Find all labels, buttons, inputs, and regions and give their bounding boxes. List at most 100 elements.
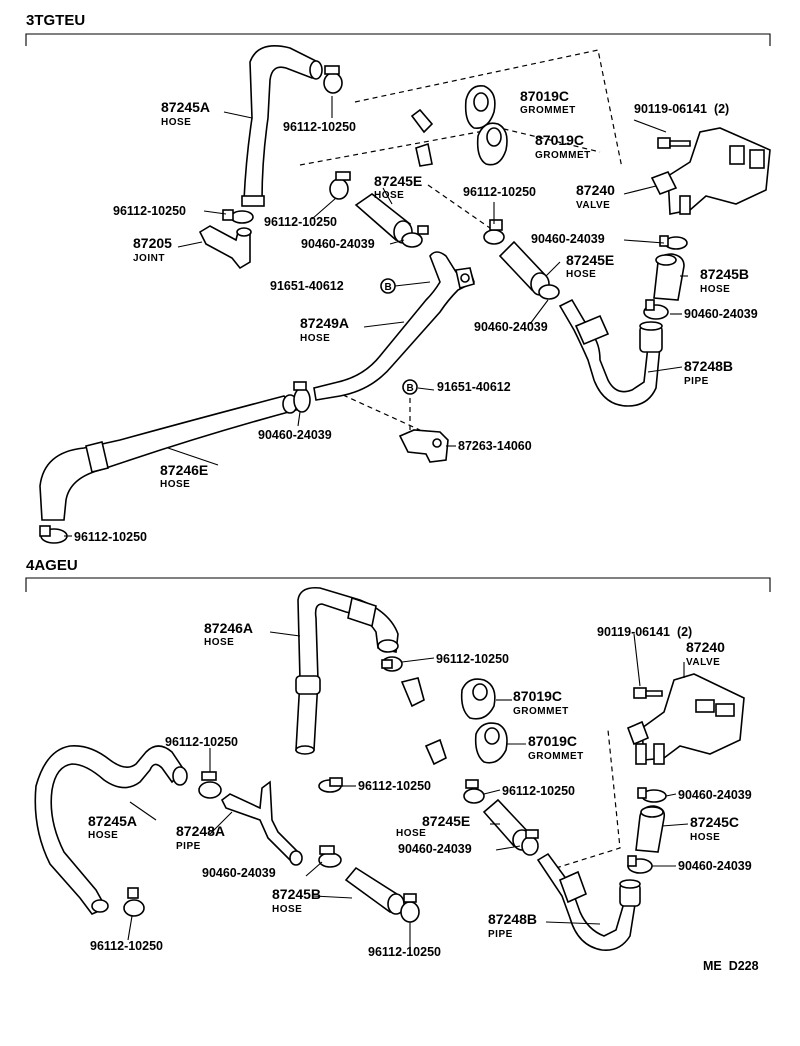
dashed-guides-bottom bbox=[555, 729, 621, 869]
label-87248a: 87248A PIPE bbox=[176, 823, 225, 852]
hose-clamp-icon bbox=[198, 771, 222, 799]
label-96112-bottom-5: 96112-10250 bbox=[90, 939, 163, 953]
label-90460-bottom-4: 90460-24039 bbox=[678, 859, 752, 873]
pipe-87248b-bottom bbox=[536, 852, 641, 952]
hose-clip-icon bbox=[637, 787, 667, 803]
svg-text:PIPE: PIPE bbox=[684, 376, 709, 387]
svg-text:87248B: 87248B bbox=[488, 911, 537, 927]
label-90460-bottom-2: 90460-24039 bbox=[398, 842, 472, 856]
svg-text:87245B: 87245B bbox=[272, 886, 321, 902]
section-title-4ageu: 4AGEU bbox=[26, 557, 78, 574]
svg-text:GROMMET: GROMMET bbox=[520, 105, 576, 116]
hose-87245b-bottom bbox=[344, 866, 405, 915]
vsv-valve-87240-bottom bbox=[626, 673, 745, 765]
dashed-guides-top bbox=[299, 49, 623, 431]
label-87240-top: 87240 VALVE bbox=[576, 182, 615, 211]
hose-87246a bbox=[295, 586, 399, 755]
label-87245a-top: 87245A HOSE bbox=[161, 99, 210, 128]
svg-text:87019C: 87019C bbox=[535, 132, 584, 148]
label-96112-top-5: 96112-10250 bbox=[74, 530, 147, 544]
label-90460-bottom-1: 90460-24039 bbox=[678, 788, 752, 802]
svg-text:87019C: 87019C bbox=[528, 733, 577, 749]
hose-clip-icon bbox=[538, 284, 560, 300]
vsv-valve-87240-top bbox=[650, 127, 771, 215]
hose-clip-icon bbox=[521, 829, 539, 856]
svg-text:87205: 87205 bbox=[133, 235, 172, 251]
hose-clamp-icon bbox=[123, 887, 145, 917]
small-elbow-top bbox=[410, 108, 434, 167]
svg-text:87245E: 87245E bbox=[566, 252, 614, 268]
label-87245b-bottom: 87245B HOSE bbox=[272, 886, 321, 915]
leader-lines-top bbox=[64, 96, 688, 537]
svg-text:HOSE: HOSE bbox=[161, 117, 191, 128]
svg-text:HOSE: HOSE bbox=[690, 832, 720, 843]
label-90119-bottom: 90119-06141 (2) bbox=[597, 625, 692, 639]
svg-text:87246A: 87246A bbox=[204, 620, 253, 636]
svg-text:HOSE: HOSE bbox=[88, 830, 118, 841]
label-90460-top-2: 90460-24039 bbox=[531, 232, 605, 246]
leader-lines-bottom bbox=[127, 631, 689, 948]
callout-b-2: B bbox=[402, 379, 418, 395]
label-90460-top-1: 90460-24039 bbox=[301, 237, 375, 251]
svg-text:87249A: 87249A bbox=[300, 315, 349, 331]
bolt-icon bbox=[657, 137, 691, 149]
label-96112-bottom-3: 96112-10250 bbox=[358, 779, 431, 793]
hose-87249a bbox=[313, 251, 475, 401]
hose-clamp-icon bbox=[400, 893, 420, 923]
label-87263-14060: 87263-14060 bbox=[458, 439, 532, 453]
svg-text:HOSE: HOSE bbox=[160, 479, 190, 490]
svg-text:HOSE: HOSE bbox=[272, 904, 302, 915]
pipe-87248b-top bbox=[558, 298, 663, 407]
svg-text:GROMMET: GROMMET bbox=[528, 751, 584, 762]
label-87205: 87205 JOINT bbox=[133, 235, 172, 264]
hose-clamp-icon bbox=[222, 209, 254, 224]
callout-b-1: B bbox=[380, 278, 431, 294]
label-87248b-top: 87248B PIPE bbox=[684, 358, 733, 387]
label-96112-bottom-4: 96112-10250 bbox=[502, 784, 575, 798]
svg-text:HOSE: HOSE bbox=[566, 269, 596, 280]
grommet-87019c-1 bbox=[464, 84, 496, 129]
svg-text:87246E: 87246E bbox=[160, 462, 208, 478]
hose-clamp-icon bbox=[483, 219, 505, 245]
label-87019c-top-1: 87019C GROMMET bbox=[520, 88, 576, 116]
svg-text:VALVE: VALVE bbox=[576, 200, 610, 211]
section-title-3tgteu: 3TGTEU bbox=[26, 12, 85, 29]
pipe-87248a bbox=[220, 780, 303, 866]
label-87246a: 87246A HOSE bbox=[204, 620, 253, 648]
svg-text:87248B: 87248B bbox=[684, 358, 733, 374]
hose-clamp-icon bbox=[39, 525, 68, 544]
svg-text:87245A: 87245A bbox=[88, 813, 137, 829]
svg-text:87248A: 87248A bbox=[176, 823, 225, 839]
grommet-87019c-bottom-2 bbox=[474, 722, 508, 764]
hose-clip-icon bbox=[401, 225, 429, 248]
hose-clamp-icon bbox=[323, 65, 343, 94]
svg-text:HOSE: HOSE bbox=[700, 284, 730, 295]
label-90460-top-4: 90460-24039 bbox=[474, 320, 548, 334]
label-87245e-top-2: 87245E HOSE bbox=[566, 252, 614, 280]
label-87019c-bottom-2: 87019C GROMMET bbox=[528, 733, 584, 762]
svg-text:HOSE: HOSE bbox=[374, 190, 404, 201]
label-96112-bottom-2: 96112-10250 bbox=[165, 735, 238, 749]
hose-87246e bbox=[39, 394, 298, 521]
section-frame-top bbox=[25, 33, 771, 46]
label-91651-top-2: 91651-40612 bbox=[437, 380, 511, 394]
section-frame-bottom bbox=[25, 577, 771, 592]
grommet-87019c-bottom-1 bbox=[460, 678, 496, 720]
bolt-icon bbox=[633, 687, 663, 699]
label-96112-top-3: 96112-10250 bbox=[264, 215, 337, 229]
small-elbow-bottom bbox=[400, 677, 447, 766]
label-87240-bottom: 87240 VALVE bbox=[686, 639, 725, 668]
svg-text:HOSE: HOSE bbox=[396, 828, 426, 839]
label-90460-top-5: 90460-24039 bbox=[258, 428, 332, 442]
hose-clip-icon bbox=[318, 845, 342, 868]
figure-reference: ME D228 bbox=[703, 959, 759, 973]
label-87245a-bottom: 87245A HOSE bbox=[88, 813, 137, 841]
label-87245e-bottom: 87245E HOSE bbox=[396, 813, 470, 839]
svg-text:87240: 87240 bbox=[686, 639, 725, 655]
bracket-87263 bbox=[398, 429, 449, 463]
label-90119-top: 90119-06141 (2) bbox=[634, 102, 729, 116]
hose-clamp-icon bbox=[318, 777, 343, 793]
hose-87245b-top bbox=[653, 253, 685, 301]
label-96112-top-2: 96112-10250 bbox=[113, 204, 186, 218]
svg-text:87245A: 87245A bbox=[161, 99, 210, 115]
